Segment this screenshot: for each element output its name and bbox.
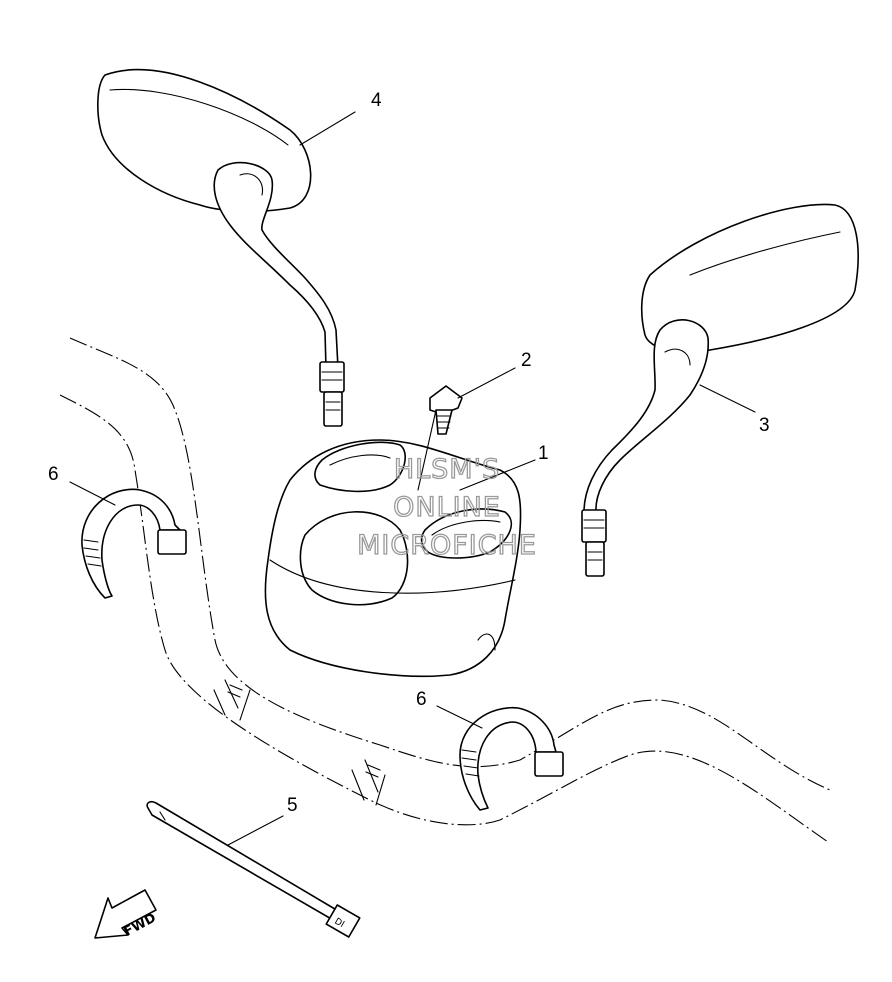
mirror-right bbox=[581, 203, 859, 577]
fwd-arrow-icon: FWD bbox=[94, 889, 159, 940]
bolt bbox=[429, 385, 463, 435]
cable-tie: DI bbox=[146, 801, 361, 938]
handlebar-cover bbox=[264, 439, 522, 678]
callout-1: 1 bbox=[538, 443, 549, 464]
watermark-line-2: ONLINE bbox=[393, 492, 501, 523]
callout-5: 5 bbox=[287, 795, 298, 816]
watermark-line-3: MICROFICHE bbox=[357, 530, 537, 561]
callout-4: 4 bbox=[371, 90, 382, 111]
mirror-left bbox=[97, 68, 345, 427]
callout-6-left: 6 bbox=[48, 464, 59, 485]
callout-2: 2 bbox=[521, 350, 532, 371]
cable-clamp-right bbox=[459, 706, 564, 811]
callout-3: 3 bbox=[759, 415, 770, 436]
watermark-line-1: HLSM'S bbox=[394, 454, 500, 485]
callout-6-right: 6 bbox=[416, 689, 427, 710]
leader-lines bbox=[69, 111, 756, 846]
cable-clamp-left bbox=[81, 488, 187, 599]
svg-text:DI: DI bbox=[332, 917, 345, 930]
watermark: HLSM'S ONLINE MICROFICHE bbox=[356, 453, 537, 561]
